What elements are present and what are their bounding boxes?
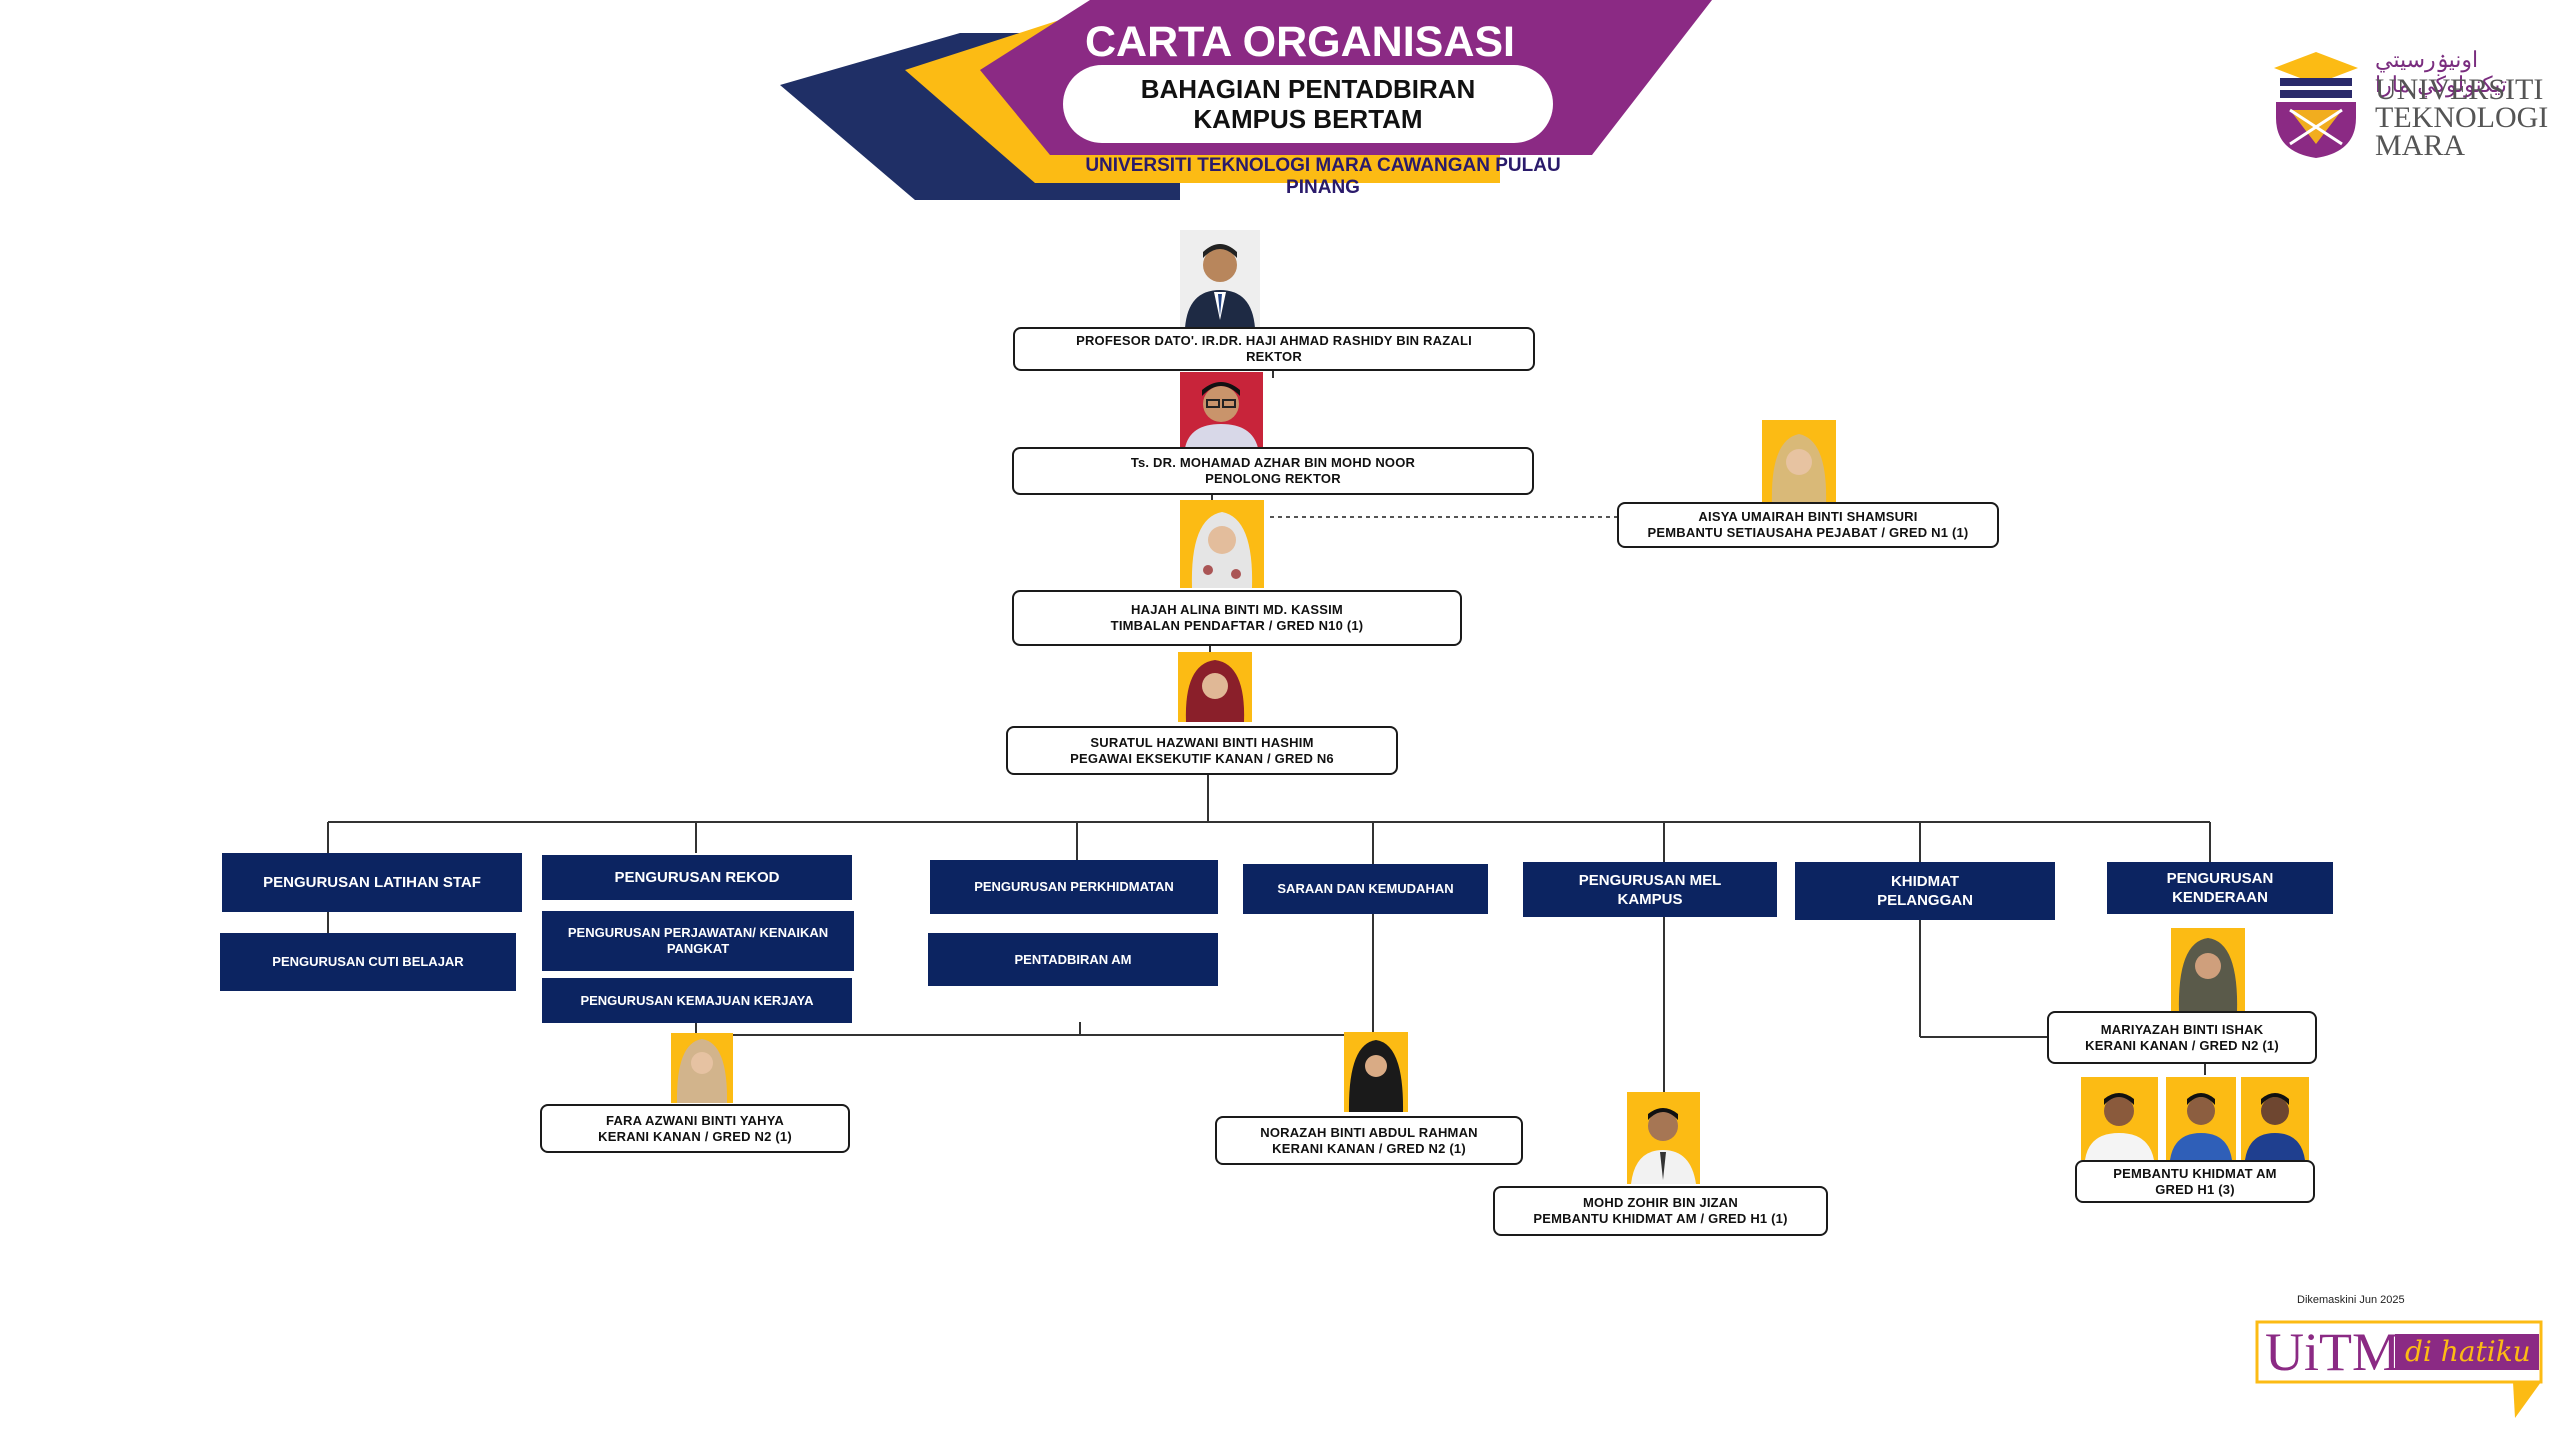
pka-name: PEMBANTU KHIDMAT AM <box>2113 1165 2277 1181</box>
subtitle-line-2: KAMPUS BERTAM <box>1193 104 1423 134</box>
unit-cuti-belajar: PENGURUSAN CUTI BELAJAR <box>220 933 516 991</box>
photo-zohir <box>1627 1092 1700 1184</box>
box-zohir: MOHD ZOHIR BIN JIZAN PEMBANTU KHIDMAT AM… <box>1493 1186 1828 1236</box>
fara-role: KERANI KANAN / GRED N2 (1) <box>598 1128 792 1144</box>
photo-pegawai-eksekutif <box>1178 652 1252 722</box>
zohir-role: PEMBANTU KHIDMAT AM / GRED H1 (1) <box>1533 1211 1788 1226</box>
pegawai-eksekutif-role: PEGAWAI EKSEKUTIF KANAN / GRED N6 <box>1070 750 1334 766</box>
unit-perjawatan: PENGURUSAN PERJAWATAN/ KENAIKAN PANGKAT <box>542 911 854 971</box>
penolong-rektor-name: Ts. DR. MOHAMAD AZHAR BIN MOHD NOOR <box>1130 455 1416 470</box>
photo-pka-3 <box>2241 1077 2309 1160</box>
photo-setiausaha <box>1762 420 1836 505</box>
box-pegawai-eksekutif: SURATUL HAZWANI BINTI HASHIM PEGAWAI EKS… <box>1006 726 1398 775</box>
box-timbalan-pendaftar: HAJAH ALINA BINTI MD. KASSIM TIMBALAN PE… <box>1012 590 1462 646</box>
slogan-di-hatiku: di hatiku <box>2405 1335 2531 1368</box>
unit-pentadbiran-am: PENTADBIRAN AM <box>928 933 1218 986</box>
unit-latihan-staf: PENGURUSAN LATIHAN STAF <box>222 853 522 912</box>
subtitle-line-1: BAHAGIAN PENTADBIRAN <box>1140 74 1476 104</box>
photo-pka-2 <box>2166 1077 2236 1160</box>
setiausaha-name: AISYA UMAIRAH BINTI SHAMSURI <box>1698 509 1918 524</box>
pka-role: GRED H1 (3) <box>2155 1181 2235 1197</box>
box-fara: FARA AZWANI BINTI YAHYA KERANI KANAN / G… <box>540 1104 850 1153</box>
photo-norazah <box>1344 1032 1408 1112</box>
fara-name: FARA AZWANI BINTI YAHYA <box>606 1112 784 1128</box>
mariyazah-role: KERANI KANAN / GRED N2 (1) <box>2085 1037 2279 1053</box>
timbalan-pendaftar-role: TIMBALAN PENDAFTAR / GRED N10 (1) <box>1110 618 1364 633</box>
photo-rektor <box>1180 230 1260 328</box>
unit-rekod: PENGURUSAN REKOD <box>542 855 852 900</box>
slogan-uitm: UiTM <box>2265 1322 2400 1382</box>
norazah-role: KERANI KANAN / GRED N2 (1) <box>1272 1140 1466 1156</box>
uitm-di-hatiku-logo: UiTM di hatiku <box>2255 1320 2545 1420</box>
penolong-rektor-role: PENOLONG REKTOR <box>1205 471 1341 486</box>
mariyazah-name: MARIYAZAH BINTI ISHAK <box>2100 1021 2264 1037</box>
norazah-name: NORAZAH BINTI ABDUL RAHMAN <box>1260 1124 1478 1140</box>
uitm-logo: اونيۏرسيتي تيكنولوڬي مارا UNIVERSITI TEK… <box>2270 48 2548 163</box>
uitm-name-line-1: UNIVERSITI <box>2375 73 2544 106</box>
updated-note: Dikemaskini Jun 2025 <box>2297 1294 2405 1306</box>
box-rektor: PROFESOR DATO'. IR.DR. HAJI AHMAD RASHID… <box>1013 327 1535 371</box>
photo-penolong-rektor <box>1180 372 1263 448</box>
box-pembantu-khidmat-am: PEMBANTU KHIDMAT AM GRED H1 (3) <box>2075 1160 2315 1203</box>
unit-perkhidmatan: PENGURUSAN PERKHIDMATAN <box>930 860 1218 914</box>
photo-timbalan-pendaftar <box>1180 500 1264 588</box>
box-norazah: NORAZAH BINTI ABDUL RAHMAN KERANI KANAN … <box>1215 1116 1523 1165</box>
box-penolong-rektor: Ts. DR. MOHAMAD AZHAR BIN MOHD NOOR PENO… <box>1012 447 1534 495</box>
unit-khidmat-pelanggan: KHIDMAT PELANGGAN <box>1795 862 2055 920</box>
unit-kemajuan-kerjaya: PENGURUSAN KEMAJUAN KERJAYA <box>542 978 852 1023</box>
uitm-jawi-text: اونيۏرسيتي تيكنولوڬي مارا <box>2375 48 2508 98</box>
rektor-role: REKTOR <box>1246 349 1302 364</box>
uitm-crest-icon <box>2274 52 2358 158</box>
photo-mariyazah <box>2171 928 2245 1013</box>
photo-fara <box>671 1033 733 1103</box>
rektor-name: PROFESOR DATO'. IR.DR. HAJI AHMAD RASHID… <box>1076 333 1472 348</box>
pegawai-eksekutif-name: SURATUL HAZWANI BINTI HASHIM <box>1090 734 1314 750</box>
zohir-name: MOHD ZOHIR BIN JIZAN <box>1583 1195 1738 1210</box>
setiausaha-role: PEMBANTU SETIAUSAHA PEJABAT / GRED N1 (1… <box>1647 525 1969 540</box>
unit-kenderaan: PENGURUSAN KENDERAAN <box>2107 862 2333 914</box>
unit-saraan-kemudahan: SARAAN DAN KEMUDAHAN <box>1243 864 1488 914</box>
university-band: UNIVERSITI TEKNOLOGI MARA CAWANGAN PULAU… <box>1085 155 1561 198</box>
subtitle-pill: BAHAGIAN PENTADBIRAN KAMPUS BERTAM <box>1063 65 1553 143</box>
box-mariyazah: MARIYAZAH BINTI ISHAK KERANI KANAN / GRE… <box>2047 1011 2317 1064</box>
slogan-frame-icon <box>2255 1320 2543 1418</box>
photo-pka-1 <box>2081 1077 2158 1160</box>
timbalan-pendaftar-name: HAJAH ALINA BINTI MD. KASSIM <box>1131 602 1343 617</box>
uitm-name-line-2: TEKNOLOGI <box>2375 101 2549 134</box>
unit-mel-kampus: PENGURUSAN MEL KAMPUS <box>1523 862 1777 917</box>
box-setiausaha: AISYA UMAIRAH BINTI SHAMSURI PEMBANTU SE… <box>1617 502 1999 548</box>
chart-title: CARTA ORGANISASI <box>1085 18 1515 66</box>
uitm-name-line-3: MARA <box>2375 129 2466 162</box>
